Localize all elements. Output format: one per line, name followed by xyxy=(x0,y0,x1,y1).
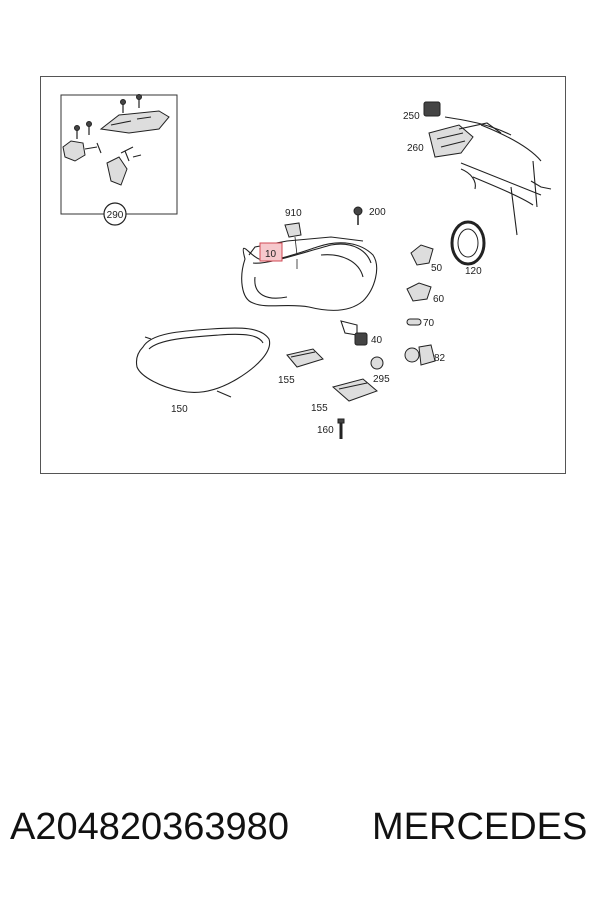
part-155-ballast-upper: 155 xyxy=(278,348,324,386)
screw-icon xyxy=(120,99,126,113)
parts-diagram: 290 250 260 10 910 200 xyxy=(40,76,566,474)
part-10-headlamp-assembly: 10 xyxy=(241,236,378,336)
screw-icon xyxy=(74,125,80,139)
callout-910: 910 xyxy=(285,208,302,219)
part-910-label: 910 xyxy=(284,208,302,256)
callout-295: 295 xyxy=(373,374,390,385)
screw-icon xyxy=(86,121,92,135)
callout-260: 260 xyxy=(407,143,424,154)
exploded-view-drawing: 290 250 260 10 910 200 xyxy=(60,94,552,439)
callout-155b: 155 xyxy=(311,403,328,414)
part-70-bulb: 70 xyxy=(406,318,435,329)
callout-200: 200 xyxy=(369,207,386,218)
callout-155a: 155 xyxy=(278,375,295,386)
callout-150: 150 xyxy=(171,404,188,415)
part-40-socket: 40 xyxy=(354,332,383,346)
part-50-bulb: 50 xyxy=(410,244,443,274)
vehicle-silhouette xyxy=(444,116,552,236)
part-60-bulb: 60 xyxy=(406,282,445,305)
inset-group-290: 290 xyxy=(60,94,178,226)
part-260-control-unit: 260 xyxy=(407,122,502,158)
brand-name: MERCEDES xyxy=(372,806,588,848)
callout-60: 60 xyxy=(433,294,445,305)
callout-10: 10 xyxy=(265,249,277,260)
part-160-bolt: 160 xyxy=(317,418,345,439)
adjuster-unit xyxy=(62,140,86,162)
callout-82: 82 xyxy=(434,353,446,364)
callout-290: 290 xyxy=(107,210,124,221)
callout-250: 250 xyxy=(403,111,420,122)
part-82-bulb: 82 xyxy=(404,344,446,366)
callout-120: 120 xyxy=(465,266,482,277)
part-250-module: 250 xyxy=(403,101,441,122)
part-150-bezel: 150 xyxy=(135,327,271,415)
callout-50: 50 xyxy=(431,263,443,274)
callout-10-highlight xyxy=(259,242,283,262)
part-155-ballast-lower: 155 xyxy=(311,378,378,414)
part-200-screw: 200 xyxy=(353,206,386,225)
callout-circle-290 xyxy=(103,202,127,226)
callout-70: 70 xyxy=(423,318,435,329)
part-120-cap: 120 xyxy=(450,220,486,277)
part-info-footer: A204820363980 MERCEDES xyxy=(10,806,594,862)
leveling-motor xyxy=(106,156,128,186)
screw-icon xyxy=(136,94,142,108)
callout-160: 160 xyxy=(317,425,334,436)
part-number: A204820363980 xyxy=(10,806,289,848)
mounting-bracket xyxy=(99,110,170,134)
part-295-socket: 295 xyxy=(370,356,390,385)
callout-40: 40 xyxy=(371,335,383,346)
